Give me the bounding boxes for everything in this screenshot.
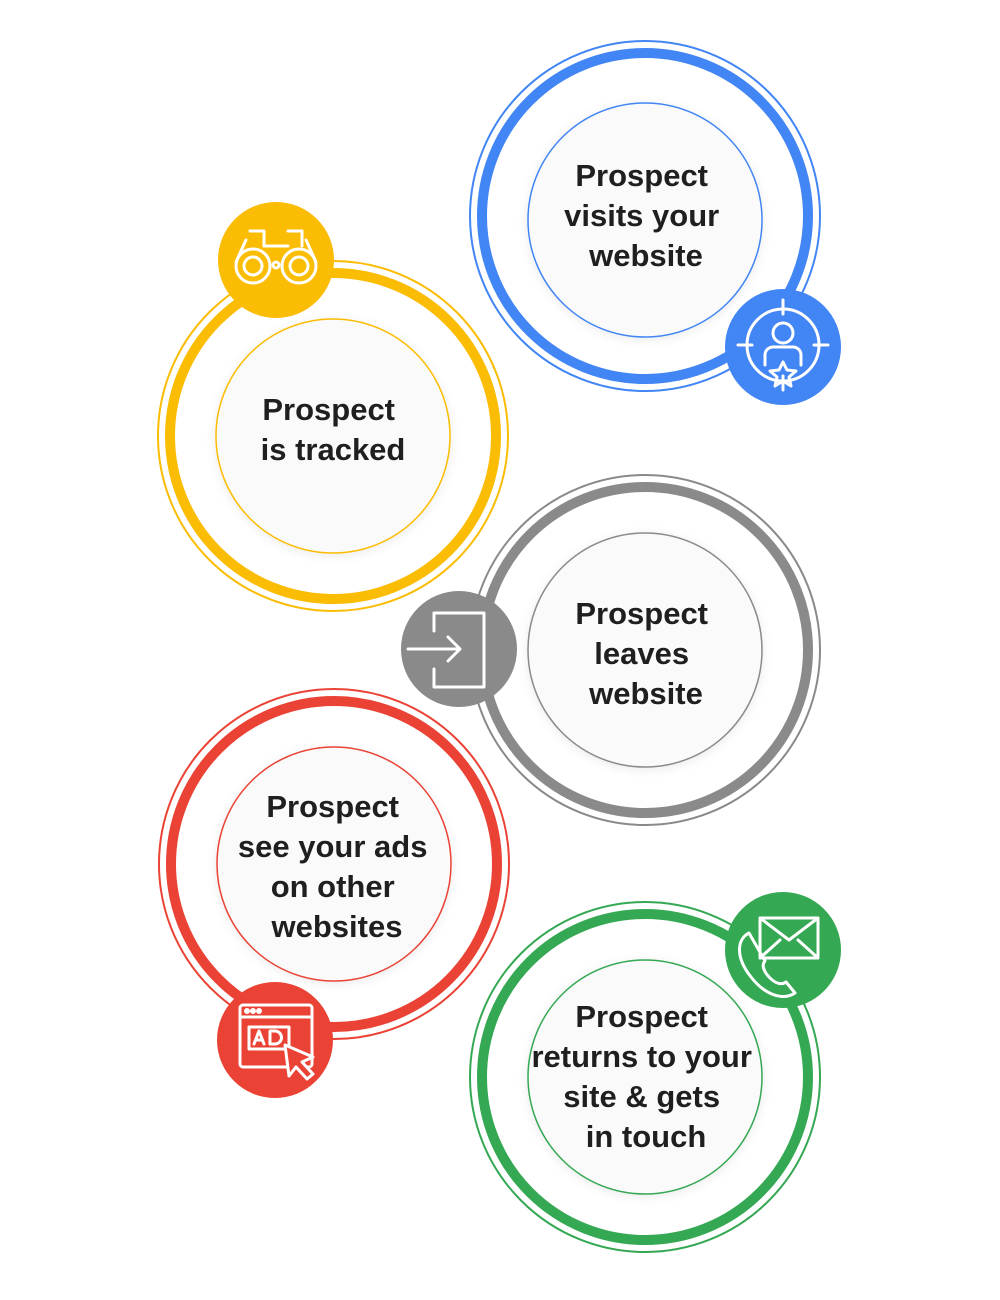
step-tracked-outer-thick-ring: [165, 268, 501, 604]
step-ads-line-4: websites: [271, 909, 403, 944]
step-tracked: Prospect is tracked: [157, 260, 509, 612]
step-visits-outer-thin-ring: [469, 40, 821, 392]
step-visits-line-1: Prospect: [575, 158, 708, 193]
step-leaves-line-3: website: [588, 676, 703, 711]
step-returns: Prospect returns to your site & gets in …: [469, 901, 821, 1253]
step-returns-label: Prospect returns to your site & gets in …: [531, 999, 760, 1154]
ad-click-icon: [217, 982, 333, 1098]
step-returns-line-2: returns to your: [531, 1039, 751, 1074]
step-ads-line-1: Prospect: [266, 789, 399, 824]
step-tracked-line-2: is tracked: [261, 432, 406, 467]
step-tracked-line-1: Prospect: [262, 392, 395, 427]
step-visits: Prospect visits your website: [469, 40, 821, 392]
mail-phone-icon: [725, 892, 841, 1008]
step-returns-outer-thick-ring: [477, 909, 813, 1245]
step-leaves-line-2: leaves: [594, 636, 689, 671]
step-tracked-label: Prospect is tracked: [261, 392, 406, 467]
step-ads-inner-circle: [216, 746, 452, 982]
step-tracked-inner-circle: [215, 318, 451, 554]
step-returns-inner-circle: [527, 959, 763, 1195]
step-leaves: Prospect leaves website: [469, 474, 821, 826]
step-leaves-line-1: Prospect: [575, 596, 708, 631]
step-leaves-inner-circle: [527, 532, 763, 768]
step-ads-outer-thin-ring: [158, 688, 510, 1040]
step-ads-line-3: on other: [271, 869, 395, 904]
step-returns-line-4: in touch: [586, 1119, 707, 1154]
step-visits-line-2: visits your: [564, 198, 719, 233]
step-returns-line-3: site & gets: [563, 1079, 720, 1114]
exit-door-icon: [401, 591, 517, 707]
step-ads-outer-thick-ring: [166, 696, 502, 1032]
step-visits-outer-thick-ring: [477, 48, 813, 384]
step-visits-label: Prospect visits your website: [564, 158, 728, 273]
step-ads: Prospect see your ads on other websites: [158, 688, 510, 1040]
step-ads-line-2: see your ads: [238, 829, 428, 864]
step-returns-outer-thin-ring: [469, 901, 821, 1253]
step-visits-inner-circle: [527, 102, 763, 338]
step-visits-line-3: website: [588, 238, 703, 273]
binoculars-icon: [218, 202, 334, 318]
step-returns-line-1: Prospect: [575, 999, 708, 1034]
target-person-star-icon: [725, 289, 841, 405]
step-leaves-label: Prospect leaves website: [575, 596, 716, 711]
step-ads-label: Prospect see your ads on other websites: [238, 789, 436, 944]
